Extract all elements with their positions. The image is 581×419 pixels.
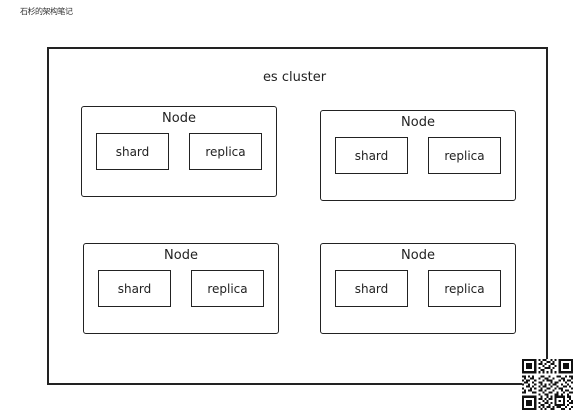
node-box-3: Node shard replica [83,243,279,334]
shard-box: shard [98,270,171,307]
shard-box: shard [335,137,408,174]
watermark-text: 石杉的架构笔记 [20,7,73,16]
replica-box: replica [191,270,264,307]
es-cluster-container [47,47,548,385]
node-box-2: Node shard replica [320,110,516,201]
replica-box: replica [428,270,501,307]
node-title: Node [164,248,198,263]
shard-box: shard [96,133,169,170]
cluster-label: es cluster [262,70,327,85]
replica-box: replica [189,133,262,170]
node-title: Node [401,115,435,130]
node-title: Node [162,111,196,126]
node-box-1: Node shard replica [81,106,277,197]
qr-code-icon [522,359,573,410]
node-title: Node [401,248,435,263]
replica-box: replica [428,137,501,174]
node-box-4: Node shard replica [320,243,516,334]
shard-box: shard [335,270,408,307]
